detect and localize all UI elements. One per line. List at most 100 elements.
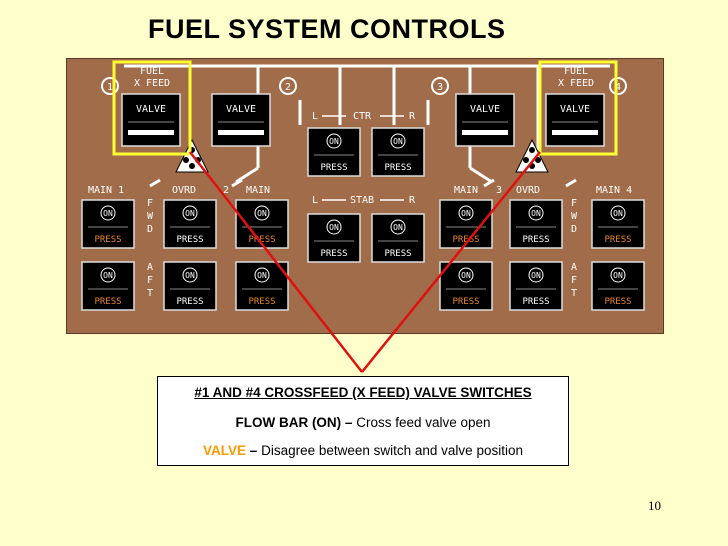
xfeed-1-label-line2: X FEED bbox=[134, 78, 170, 89]
page-title: FUEL SYSTEM CONTROLS bbox=[148, 14, 506, 44]
press-label: PRESS bbox=[94, 235, 121, 245]
ctr-right-label: R bbox=[409, 111, 416, 122]
main-1-fwd-pump-switch[interactable]: ON PRESS bbox=[81, 199, 135, 249]
ctr-left-label: L bbox=[312, 111, 318, 122]
main-3-label: MAIN bbox=[454, 185, 478, 196]
xfeed-1-highlight bbox=[112, 60, 192, 156]
main-2-aft-pump-switch[interactable]: ON PRESS bbox=[235, 261, 289, 311]
stab-right-pump-switch[interactable]: ON PRESS bbox=[371, 213, 425, 263]
on-label: ON bbox=[103, 271, 113, 280]
press-label: PRESS bbox=[320, 163, 347, 173]
valve-label: VALVE bbox=[136, 104, 166, 115]
flow-bar bbox=[128, 130, 174, 135]
xfeed-valve-1-switch[interactable]: VALVE bbox=[121, 93, 181, 147]
ovrd-left-label: OVRD bbox=[172, 185, 196, 196]
main-1-label: MAIN 1 bbox=[88, 185, 124, 196]
main-3-fwd-pump-switch[interactable]: ON PRESS bbox=[439, 199, 493, 249]
valve-label: VALVE bbox=[560, 104, 590, 115]
on-label: ON bbox=[257, 209, 267, 218]
ovrd-right-label: OVRD bbox=[516, 185, 540, 196]
callout-box: #1 AND #4 CROSSFEED (X FEED) VALVE SWITC… bbox=[157, 376, 569, 466]
ovrd-2-fwd-pump-switch[interactable]: ON PRESS bbox=[163, 199, 217, 249]
press-label: PRESS bbox=[452, 235, 479, 245]
engine-num-2: 2 bbox=[285, 82, 291, 93]
on-label: ON bbox=[461, 271, 471, 280]
main-4-fwd-pump-switch[interactable]: ON PRESS bbox=[591, 199, 645, 249]
xfeed-valve-2-switch[interactable]: VALVE bbox=[211, 93, 271, 147]
flow-bar bbox=[552, 130, 598, 135]
main-1-aft-pump-switch[interactable]: ON PRESS bbox=[81, 261, 135, 311]
press-label: PRESS bbox=[320, 249, 347, 259]
xfeed-valve-3-switch[interactable]: VALVE bbox=[455, 93, 515, 147]
ctr-right-pump-switch[interactable]: ON PRESS bbox=[371, 127, 425, 177]
on-label: ON bbox=[461, 209, 471, 218]
press-label: PRESS bbox=[384, 163, 411, 173]
page-number: 10 bbox=[648, 498, 661, 513]
engine-num-1: 1 bbox=[107, 82, 113, 93]
on-label: ON bbox=[531, 271, 541, 280]
small-num-3: 3 bbox=[496, 185, 502, 196]
fuel-flow-lines bbox=[124, 64, 610, 188]
valve-desc: Disagree between switch and valve positi… bbox=[261, 443, 523, 458]
press-label: PRESS bbox=[522, 235, 549, 245]
stab-left-label: L bbox=[312, 195, 318, 206]
press-label: PRESS bbox=[248, 297, 275, 307]
xfeed-1-label-line1: FUEL bbox=[140, 66, 164, 77]
main-4-aft-pump-switch[interactable]: ON PRESS bbox=[591, 261, 645, 311]
valve-label: VALVE bbox=[226, 104, 256, 115]
on-label: ON bbox=[185, 271, 195, 280]
engine-num-4: 4 bbox=[615, 82, 621, 93]
engine-num-3: 3 bbox=[437, 82, 443, 93]
callout-pointer bbox=[189, 151, 541, 373]
stab-right-label: R bbox=[409, 195, 416, 206]
flow-bar-desc: Cross feed valve open bbox=[356, 415, 491, 430]
ovrd-2-aft-pump-switch[interactable]: ON PRESS bbox=[163, 261, 217, 311]
main-4-label: MAIN 4 bbox=[596, 185, 632, 196]
valve-label: VALVE bbox=[470, 104, 500, 115]
xfeed-4-label-line1: FUEL bbox=[564, 66, 588, 77]
on-label: ON bbox=[613, 271, 623, 280]
ovrd-3-fwd-pump-switch[interactable]: ON PRESS bbox=[509, 199, 563, 249]
ctr-label: CTR bbox=[353, 111, 372, 122]
flow-bar bbox=[462, 130, 508, 135]
on-label: ON bbox=[613, 209, 623, 218]
on-label: ON bbox=[185, 209, 195, 218]
ovrd-3-aft-pump-switch[interactable]: ON PRESS bbox=[509, 261, 563, 311]
callout-heading: #1 AND #4 CROSSFEED (X FEED) VALVE SWITC… bbox=[194, 385, 532, 400]
callout-flow-bar: FLOW BAR (ON) – Cross feed valve open bbox=[158, 415, 568, 430]
xfeed-valve-4-switch[interactable]: VALVE bbox=[545, 93, 605, 147]
press-label: PRESS bbox=[604, 235, 631, 245]
main-2-label: MAIN bbox=[246, 185, 270, 196]
flow-bar-term: FLOW BAR (ON) – bbox=[235, 415, 353, 430]
press-label: PRESS bbox=[522, 297, 549, 307]
on-label: ON bbox=[103, 209, 113, 218]
press-label: PRESS bbox=[176, 235, 203, 245]
main-2-fwd-pump-switch[interactable]: ON PRESS bbox=[235, 199, 289, 249]
engine-number-circles bbox=[101, 77, 627, 95]
on-label: ON bbox=[393, 223, 403, 232]
press-label: PRESS bbox=[176, 297, 203, 307]
flow-bar bbox=[218, 130, 264, 135]
ctr-left-pump-switch[interactable]: ON PRESS bbox=[307, 127, 361, 177]
valve-dash: – bbox=[249, 443, 258, 458]
on-label: ON bbox=[257, 271, 267, 280]
press-label: PRESS bbox=[94, 297, 121, 307]
crossfeed-valve-triangle-right bbox=[515, 138, 549, 173]
callout-valve: VALVE – Disagree between switch and valv… bbox=[158, 443, 568, 458]
valve-term: VALVE bbox=[203, 443, 247, 458]
press-label: PRESS bbox=[604, 297, 631, 307]
stab-label: STAB bbox=[350, 195, 374, 206]
press-label: PRESS bbox=[248, 235, 275, 245]
on-label: ON bbox=[393, 137, 403, 146]
on-label: ON bbox=[531, 209, 541, 218]
press-label: PRESS bbox=[384, 249, 411, 259]
xfeed-4-label-line2: X FEED bbox=[558, 78, 594, 89]
on-label: ON bbox=[329, 137, 339, 146]
